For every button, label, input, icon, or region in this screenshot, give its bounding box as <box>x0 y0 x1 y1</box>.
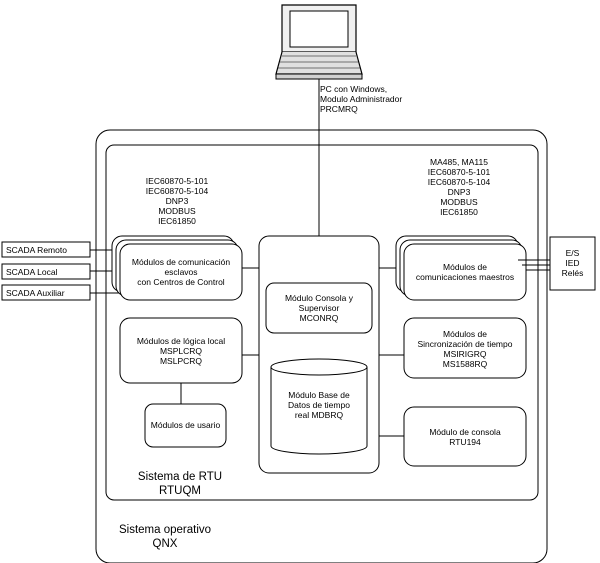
slave-comm-line: con Centros de Control <box>137 277 225 287</box>
slave-protocol: IEC61850 <box>158 216 196 226</box>
local-logic-line: MSPLCRQ <box>159 346 203 356</box>
console-rtu-line: Módulo de consola <box>429 427 501 437</box>
time-sync-line: Sincronización de tiempo <box>417 339 513 349</box>
master-comm-line: Módulos de <box>443 262 487 272</box>
console-supervisor-line: Módulo Consola y <box>284 293 354 303</box>
io-box <box>549 236 596 291</box>
database-line: Módulo Base de <box>288 390 350 400</box>
scada-local-label: SCADA Local <box>6 267 58 277</box>
database-line: Datos de tiempo <box>288 400 350 410</box>
io-link-lines <box>518 259 550 271</box>
console-rtu-line: RTU194 <box>449 437 481 447</box>
console-rtu-label: Módulo de consola RTU194 <box>404 427 526 447</box>
os-system-label: Sistema operativo QNX <box>100 523 230 551</box>
slave-protocol: IEC60870-5-104 <box>145 186 209 196</box>
time-sync-label: Módulos de Sincronización de tiempo MSIR… <box>404 329 526 369</box>
local-logic-label: Módulos de lógica local MSPLCRQ MSLPCRQ <box>120 336 242 366</box>
master-protocol: IEC61850 <box>440 207 478 217</box>
console-supervisor-label: Módulo Consola y Supervisor MCONRQ <box>266 293 372 323</box>
central-link-lines <box>242 267 404 437</box>
pc-label: PC con Windows, Modulo Administrador PRC… <box>320 84 402 114</box>
rtu-system-line: Sistema de RTU <box>137 471 223 483</box>
user-module-box <box>144 403 227 448</box>
io-label: E/S IED Relés <box>550 248 595 278</box>
time-sync-line: MSIRIGRQ <box>443 349 487 359</box>
rtu-system-line: RTUQM <box>159 485 201 497</box>
io-line: Relés <box>561 268 584 278</box>
slave-comm-label: Módulos de comunicación esclavos con Cen… <box>120 257 242 287</box>
os-system-line: Sistema operativo <box>118 524 212 536</box>
master-comm-line: comunicaciones maestros <box>415 272 515 282</box>
master-protocol: IEC60870-5-104 <box>427 177 491 187</box>
slave-protocol: IEC60870-5-101 <box>145 176 209 186</box>
user-module-label: Módulos de usario <box>150 420 221 430</box>
slave-protocol: DNP3 <box>165 196 189 206</box>
console-supervisor-box <box>265 282 373 334</box>
local-logic-line: Módulos de lógica local <box>136 336 226 346</box>
slave-comm-line: esclavos <box>164 267 198 277</box>
database-label: Módulo Base de Datos de tiempo real MDBR… <box>271 390 367 420</box>
slave-protocol-list: IEC60870-5-101 IEC60870-5-104 DNP3 MODBU… <box>122 176 232 226</box>
database-line: real MDBRQ <box>294 410 344 420</box>
console-rtu-box <box>403 406 527 467</box>
io-line: E/S <box>565 248 580 258</box>
master-protocol: MA485, MA115 <box>430 157 488 167</box>
pc-label-line: PRCMRQ <box>320 104 358 114</box>
database-cylinder-icon <box>270 358 368 455</box>
io-line: IED <box>565 258 580 268</box>
slave-protocol: MODBUS <box>158 206 196 216</box>
pc-computer-icon <box>275 4 363 80</box>
console-supervisor-line: MCONRQ <box>299 313 339 323</box>
os-system-line: QNX <box>152 538 178 550</box>
rtu-system-label: Sistema de RTU RTUQM <box>120 470 240 498</box>
rtu-boundary <box>105 144 539 501</box>
master-comm-stack <box>395 235 527 301</box>
time-sync-line: MS1588RQ <box>442 359 488 369</box>
pc-label-line: Modulo Administrador <box>320 94 403 104</box>
scada-remoto-label: SCADA Remoto <box>6 245 67 255</box>
slave-comm-stack <box>111 235 243 301</box>
scada-auxiliar-label: SCADA Auxiliar <box>6 288 65 298</box>
master-protocol: DNP3 <box>447 187 471 197</box>
master-protocol: MODBUS <box>440 197 478 207</box>
master-comm-label: Módulos de comunicaciones maestros <box>404 262 526 282</box>
master-protocol: IEC60870-5-101 <box>427 167 491 177</box>
slave-comm-line: Módulos de comunicación <box>131 257 231 267</box>
os-boundary <box>95 129 548 563</box>
time-sync-box <box>403 317 527 379</box>
local-logic-line: MSLPCRQ <box>159 356 203 366</box>
time-sync-line: Módulos de <box>443 329 487 339</box>
master-protocol-list: MA485, MA115 IEC60870-5-101 IEC60870-5-1… <box>404 157 514 217</box>
pc-label-line: PC con Windows, <box>320 84 388 94</box>
console-supervisor-line: Supervisor <box>298 303 340 313</box>
